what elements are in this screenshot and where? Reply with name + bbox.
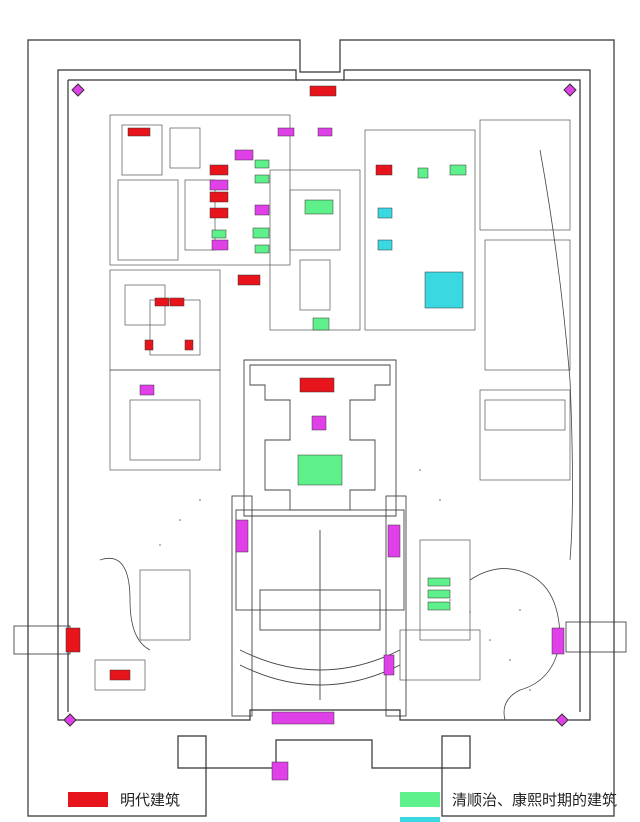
ming-building <box>209 207 229 219</box>
ming-building <box>209 164 229 176</box>
magenta-building <box>234 149 254 161</box>
magenta-building <box>551 627 565 655</box>
magenta-building <box>277 127 295 137</box>
qing-building <box>297 454 343 486</box>
legend-cyan-swatch-partial <box>400 817 440 822</box>
qing-building <box>312 317 330 331</box>
qing-building <box>211 229 227 239</box>
qing-early-buildings <box>211 159 467 611</box>
qing-building <box>254 244 270 254</box>
ming-building <box>169 297 185 307</box>
magenta-building <box>254 204 270 216</box>
ming-building <box>309 85 337 97</box>
magenta-building <box>387 524 401 558</box>
ming-buildings <box>65 85 393 681</box>
qing-building <box>427 589 451 599</box>
qing-building <box>304 199 334 215</box>
qing-building <box>252 227 270 239</box>
qing-building <box>427 601 451 611</box>
building-outlines <box>94 114 571 691</box>
magenta-building <box>317 127 333 137</box>
ming-building <box>184 339 194 351</box>
texture-dots <box>159 469 531 691</box>
ming-building <box>237 274 261 286</box>
magenta-building <box>235 519 249 553</box>
corner-tower-se <box>555 713 569 727</box>
corner-tower-nw <box>71 83 85 97</box>
corner-tower-sw <box>63 713 77 727</box>
cyan-building <box>424 271 464 309</box>
ming-building <box>65 627 81 653</box>
legend-qing-label: 清顺治、康熙时期的建筑 <box>452 790 618 809</box>
ming-building <box>375 164 393 176</box>
qing-building <box>254 174 270 184</box>
ming-building <box>127 127 151 137</box>
magenta-building <box>383 654 395 676</box>
magenta-building <box>271 761 289 781</box>
cyan-building <box>377 207 393 219</box>
cyan-buildings <box>377 207 464 309</box>
legend-ming-label: 明代建筑 <box>120 790 181 809</box>
corner-tower-ne <box>563 83 577 97</box>
legend-ming-swatch <box>68 791 108 807</box>
magenta-building <box>271 711 335 725</box>
ming-building <box>209 191 229 203</box>
qing-building <box>254 159 270 169</box>
outer-walls <box>27 39 615 817</box>
cyan-building <box>377 239 393 251</box>
legend-ming: 明代建筑 <box>68 788 180 810</box>
legend-qing: 清顺治、康熙时期的建筑 <box>400 788 617 810</box>
magenta-building <box>209 179 229 191</box>
magenta-building <box>311 415 327 431</box>
qing-building <box>427 577 451 587</box>
central-axis <box>231 359 407 717</box>
ming-building <box>109 669 131 681</box>
magenta-buildings <box>139 127 565 781</box>
ming-building <box>299 377 335 393</box>
magenta-building <box>139 384 155 396</box>
ming-building <box>154 297 170 307</box>
winding-paths <box>99 149 573 721</box>
magenta-building <box>211 239 229 251</box>
legend-qing-swatch <box>400 791 440 807</box>
corner-towers <box>63 83 577 727</box>
ming-building <box>144 339 154 351</box>
qing-building <box>417 167 429 179</box>
qing-building <box>449 164 467 176</box>
